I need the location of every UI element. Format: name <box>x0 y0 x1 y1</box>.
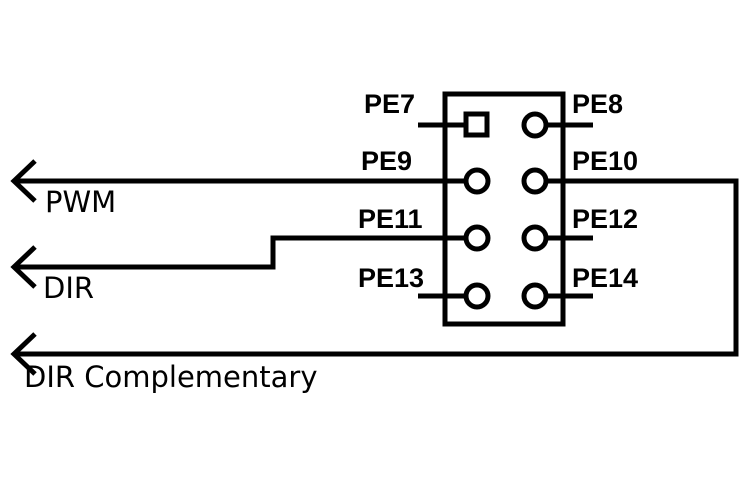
pin-pe9 <box>463 167 491 195</box>
arrow-dir-complementary-icon <box>10 332 37 376</box>
pin-pe14 <box>521 282 549 310</box>
pin-pe8 <box>521 111 549 139</box>
pin-label-pe13: PE13 <box>358 263 424 293</box>
pin-label-pe12: PE12 <box>572 204 638 234</box>
signal-label-dir-complementary: DIR Complementary <box>24 360 318 394</box>
arrow-pwm-icon <box>10 159 37 203</box>
arrow-dir-icon <box>10 245 37 289</box>
pin-pe12 <box>521 224 549 252</box>
header-body <box>442 91 566 327</box>
wire-dir-complementary <box>14 178 739 357</box>
wire-dir <box>14 235 466 270</box>
pin-pe11 <box>463 224 491 252</box>
pin-label-pe11: PE11 <box>358 204 423 234</box>
signal-label-pwm: PWM <box>45 185 116 219</box>
pin-label-pe14: PE14 <box>572 263 638 293</box>
pin-label-pe9: PE9 <box>361 146 412 176</box>
pin-label-pe10: PE10 <box>572 146 638 176</box>
pin-label-pe7: PE7 <box>364 89 415 119</box>
pin-label-pe8: PE8 <box>572 89 623 119</box>
pin-pe10 <box>521 167 549 195</box>
pin-pe7-square <box>463 111 490 138</box>
signal-label-dir: DIR <box>43 271 94 305</box>
pin-pe13 <box>463 282 491 310</box>
